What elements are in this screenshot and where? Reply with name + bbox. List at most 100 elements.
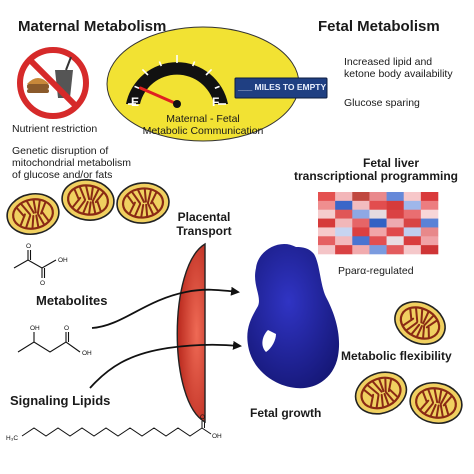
heatmap-cell [352,227,370,237]
hydroxybutyrate-structure [17,332,81,353]
mitochondrion-icon [386,292,454,354]
heatmap-cell [403,218,422,228]
atom-label: OH [82,350,92,357]
heatmap-cell [420,200,439,211]
communication-label-line-2: Metabolic Communication [142,125,264,137]
placenta-shape [176,242,206,424]
pyruvate-structure [13,250,57,278]
atom-label: OH [30,325,40,332]
mitochondrion-icon [405,377,467,429]
gauge-e-label: E [131,95,140,109]
gauge-f-label: F [212,95,220,109]
atom-label: OH [58,257,68,264]
metabolic-flexibility-label: Metabolic flexibility [341,349,452,363]
heatmap-cell [335,192,353,202]
gauge-tick [214,85,220,90]
lipid-ketone-line-2: ketone body availability [344,68,453,80]
fuel-gauge-icon [126,55,228,108]
heatmap-cell [335,236,353,246]
placental-transport-line-2: Transport [176,224,232,238]
heatmap-cell [369,192,387,202]
gauge-tick [134,85,140,90]
mitochondrion-icon [348,364,414,422]
heatmap-cell [369,218,387,228]
atom-label: O [26,243,31,250]
fetal-liver-line-1: Fetal liver [362,156,420,170]
heatmap-cell [352,200,370,211]
atom-label: H₃C [6,435,18,442]
heatmap-cell [420,227,439,237]
atom-label: O [40,280,45,287]
gauge-tick [205,68,213,76]
heatmap-cell [420,236,439,246]
heatmap-cell [369,245,387,255]
heatmap-cell [318,218,336,228]
heatmap-cell [352,236,370,246]
heatmap-cell [318,227,336,237]
heatmap-cell [318,209,336,219]
gauge-tick [158,61,163,67]
mitochondrion-icon [2,188,64,240]
mitochondrion-icon [114,179,172,227]
heatmap-cell [386,218,405,228]
atom-label: OH [212,433,222,440]
atom-label: O [200,414,205,421]
heatmap-cell [335,200,353,211]
nutrient-restriction-label: Nutrient restriction [12,123,98,135]
heatmap-cell [352,209,370,219]
heatmap-cell [420,245,439,255]
heatmap-cell [369,209,387,219]
genetic-disruption-line-2: mitochondrial metabolism [12,157,132,169]
heatmap-cell [386,200,405,211]
gauge-tick [191,61,196,67]
heatmap-cell [403,192,422,202]
heatmap [318,192,439,255]
heatmap-cell [369,236,387,246]
genetic-disruption-line-1: Genetic disruption of [12,145,109,157]
fetal-liver-line-2: transcriptional programming [293,169,459,183]
communication-label-line-1: Maternal - Fetal [166,113,240,125]
heatmap-cell [403,236,422,246]
heatmap-cell [386,236,405,246]
fetus-icon [247,243,340,389]
heatmap-cell [369,227,387,237]
heatmap-cell [318,192,336,202]
lipids-arrow [89,340,242,389]
gauge-tick [141,68,149,76]
fatty-acid-structure [21,421,212,437]
heatmap-cell [386,192,405,202]
heatmap-cell [420,192,439,202]
lipid-ketone-line-1: Increased lipid and [344,56,433,68]
metabolites-arrow [91,286,240,329]
heatmap-cell [318,200,336,211]
signaling-lipids-label: Signaling Lipids [10,393,111,408]
heatmap-cell [420,218,439,228]
heatmap-cell [352,245,370,255]
placental-transport-line-1: Placental [177,210,231,224]
heatmap-cell [335,227,353,237]
heatmap-cell [403,227,422,237]
heatmap-cell [403,200,422,211]
fetal-metabolism-title: Fetal Metabolism [318,18,440,35]
heatmap-cell [386,245,405,255]
heatmap-cell [318,236,336,246]
heatmap-cell [352,218,370,228]
atom-label: O [64,325,69,332]
heatmap-cell [386,209,405,219]
heatmap-cell [335,218,353,228]
miles-display-panel [234,77,328,99]
heatmap-cell [403,209,422,219]
heatmap-cell [386,227,405,237]
heatmap-cell [318,245,336,255]
heatmap-cell [335,209,353,219]
no-food-icon [17,47,89,119]
miles-to-empty-display: ___ MILES TO EMPTY [238,82,327,92]
glucose-sparing-label: Glucose sparing [344,97,420,109]
ppara-label: Pparα-regulated [338,265,414,277]
heatmap-cell [403,245,422,255]
mitochondrion-icon [58,175,118,225]
metabolites-label: Metabolites [36,293,108,308]
heatmap-cell [420,209,439,219]
genetic-disruption-line-3: of glucose and/or fats [12,169,113,181]
